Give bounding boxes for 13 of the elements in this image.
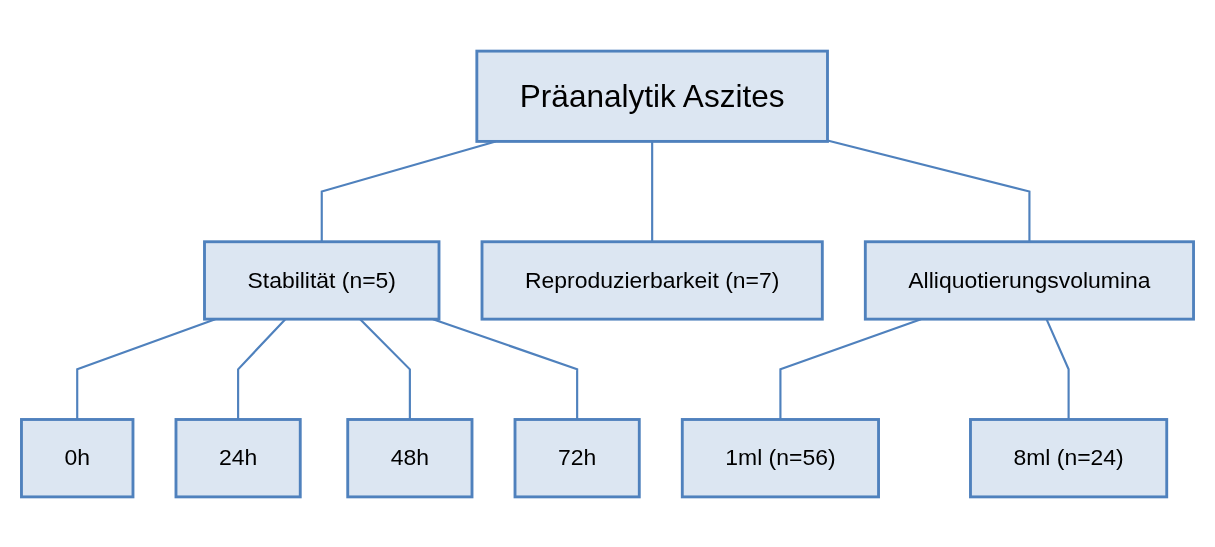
node-box: Präanalytik Aszites [475,49,829,143]
connector [827,139,1031,242]
connector [1045,318,1070,419]
node-box: 0h [20,417,135,498]
node-box: Stabilität (n=5) [203,239,441,321]
node-box: 1ml (n=56) [680,417,880,498]
node-box: 8ml (n=24) [969,417,1169,498]
connector [651,140,654,242]
node-box: Reproduzierbarkeit (n=7) [480,239,824,321]
node-box: 24h [174,417,302,498]
node-box: 48h [346,417,474,498]
node-box: Alliquotierungsvolumina [863,239,1195,321]
node-box: 72h [513,417,641,498]
